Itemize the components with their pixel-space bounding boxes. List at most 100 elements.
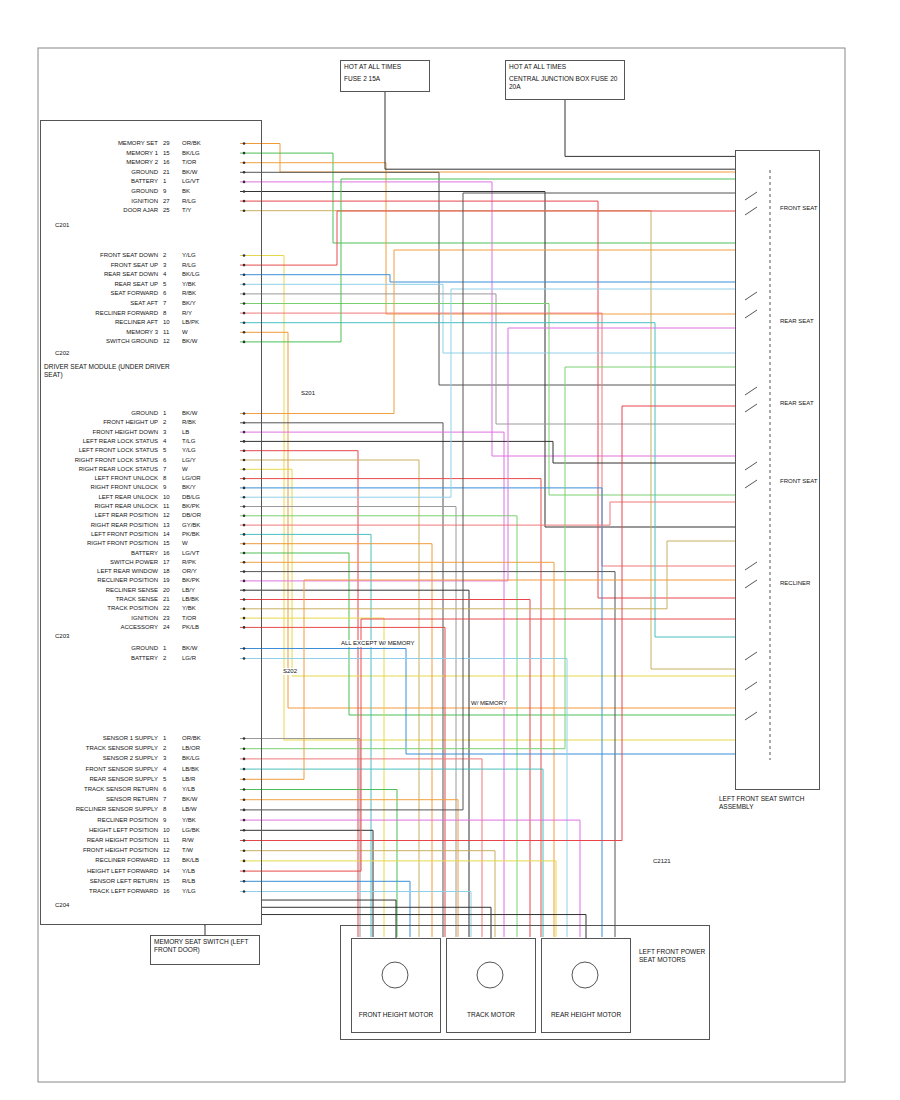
wire bbox=[240, 192, 735, 528]
wire bbox=[240, 153, 735, 243]
wire-color: PK/LB bbox=[182, 624, 199, 631]
pin-dot bbox=[243, 839, 246, 842]
pin-name: BATTERY bbox=[48, 550, 158, 557]
pin-number: 8 bbox=[163, 806, 166, 813]
wire-color: W bbox=[182, 329, 188, 336]
pin-name: ACCESSORY bbox=[48, 624, 158, 631]
pin-name: GROUND bbox=[48, 188, 158, 195]
pin-name: FRONT SEAT DOWN bbox=[48, 252, 158, 259]
wire bbox=[240, 590, 469, 937]
pin-number: 20 bbox=[163, 587, 170, 594]
wire bbox=[240, 507, 456, 938]
wire-color: LB/Y bbox=[182, 587, 195, 594]
pin-dot bbox=[243, 200, 246, 203]
pin-name: REAR SEAT UP bbox=[48, 281, 158, 288]
wire-color: BK/Y bbox=[182, 484, 196, 491]
wire bbox=[240, 451, 358, 937]
pin-name: GROUND bbox=[48, 645, 158, 652]
pin-dot bbox=[243, 798, 246, 801]
wire-color: BK bbox=[182, 188, 190, 195]
component-label: LEFT FRONT SEAT SWITCH ASSEMBLY bbox=[716, 793, 832, 813]
pin-number: 2 bbox=[163, 745, 166, 752]
wire bbox=[240, 304, 735, 496]
wire-color: T/OR bbox=[182, 159, 196, 166]
pin-dot bbox=[243, 829, 246, 832]
pin-dot bbox=[243, 768, 246, 771]
pin-name: TRACK POSITION bbox=[48, 605, 158, 612]
pin-number: 11 bbox=[163, 329, 169, 336]
wire-color: LB/OR bbox=[182, 745, 200, 752]
wire-color: R/BK bbox=[182, 290, 196, 297]
wire bbox=[240, 284, 735, 353]
pin-name: RECLINER SENSE bbox=[48, 587, 158, 594]
wire bbox=[240, 627, 445, 937]
wire-color: GY/BK bbox=[182, 522, 200, 529]
pin-dot bbox=[243, 524, 246, 527]
wire bbox=[240, 423, 443, 937]
frame bbox=[38, 48, 845, 1082]
wire bbox=[240, 820, 580, 937]
pin-name: FRONT SENSOR SUPPLY bbox=[48, 766, 158, 773]
pin-name: LEFT REAR UNLOCK bbox=[48, 494, 158, 501]
pin-dot bbox=[243, 778, 246, 781]
pin-dot bbox=[243, 788, 246, 791]
component-detail: CENTRAL JUNCTION BOX FUSE 20 20A bbox=[506, 73, 624, 93]
pin-dot bbox=[243, 561, 246, 564]
switch-symbols bbox=[745, 170, 770, 760]
wire-color: R/LG bbox=[182, 262, 196, 269]
component-label: TRACK MOTOR bbox=[447, 1009, 535, 1021]
pin-name: LEFT FRONT POSITION bbox=[48, 531, 158, 538]
pin-name: SENSOR RETURN bbox=[48, 796, 158, 803]
wire-color: R/LG bbox=[182, 198, 196, 205]
pin-dot bbox=[243, 657, 246, 660]
wire bbox=[240, 201, 735, 598]
wire-color: R/LB bbox=[182, 878, 195, 885]
wire bbox=[240, 256, 735, 741]
pin-number: 2 bbox=[163, 655, 166, 662]
pin-dot bbox=[243, 758, 246, 761]
pin-number: 9 bbox=[163, 484, 166, 491]
pin-dot bbox=[243, 254, 246, 257]
pin-dot bbox=[243, 496, 246, 499]
wire-color: T/LG bbox=[182, 438, 195, 445]
wire-color: T/W bbox=[182, 847, 193, 854]
wire bbox=[240, 580, 735, 779]
pin-number: 19 bbox=[163, 577, 170, 584]
pin-number: 12 bbox=[163, 847, 170, 854]
pin-name: RECLINER FORWARD bbox=[48, 857, 158, 864]
wire-color: BK/W bbox=[182, 410, 197, 417]
wire bbox=[240, 211, 735, 669]
pin-name: TRACK SENSE bbox=[48, 596, 158, 603]
pin-number: 17 bbox=[163, 559, 170, 566]
pin-dot bbox=[243, 580, 246, 583]
pin-number: 9 bbox=[163, 817, 166, 824]
pin-dot bbox=[243, 412, 246, 415]
callout-label: C203 bbox=[55, 633, 69, 640]
callout-label: S201 bbox=[300, 390, 316, 397]
pin-dot bbox=[243, 283, 246, 286]
pin-number: 10 bbox=[163, 319, 170, 326]
pin-name: RIGHT FRONT UNLOCK bbox=[48, 484, 158, 491]
wire-color: Y/LB bbox=[182, 786, 195, 793]
pin-dot bbox=[243, 626, 246, 629]
motor-box: TRACK MOTOR bbox=[446, 938, 536, 1033]
pin-dot bbox=[243, 190, 246, 193]
pin-name: RIGHT REAR UNLOCK bbox=[48, 503, 158, 510]
pin-name: RIGHT FRONT LOCK STATUS bbox=[48, 457, 158, 464]
pin-name: SENSOR 2 SUPPLY bbox=[48, 755, 158, 762]
pin-dot bbox=[243, 331, 246, 334]
connector-wire bbox=[204, 925, 206, 935]
wire-color: BK/Y bbox=[182, 300, 196, 307]
pin-number: 16 bbox=[163, 888, 170, 895]
pin-number: 18 bbox=[163, 568, 170, 575]
pin-name: SENSOR LEFT RETURN bbox=[48, 878, 158, 885]
pin-number: 3 bbox=[163, 755, 166, 762]
component-box: MEMORY SEAT SWITCH (LEFT FRONT DOOR) bbox=[150, 935, 260, 965]
pin-number: 1 bbox=[163, 645, 166, 652]
callout-label: FRONT SEAT bbox=[780, 478, 817, 485]
wire-color: BK/LG bbox=[182, 755, 200, 762]
pin-number: 6 bbox=[163, 290, 166, 297]
pin-name: RECLINER FORWARD bbox=[48, 310, 158, 317]
pin-name: TRACK SENSOR SUPPLY bbox=[48, 745, 158, 752]
pin-dot bbox=[243, 737, 246, 740]
